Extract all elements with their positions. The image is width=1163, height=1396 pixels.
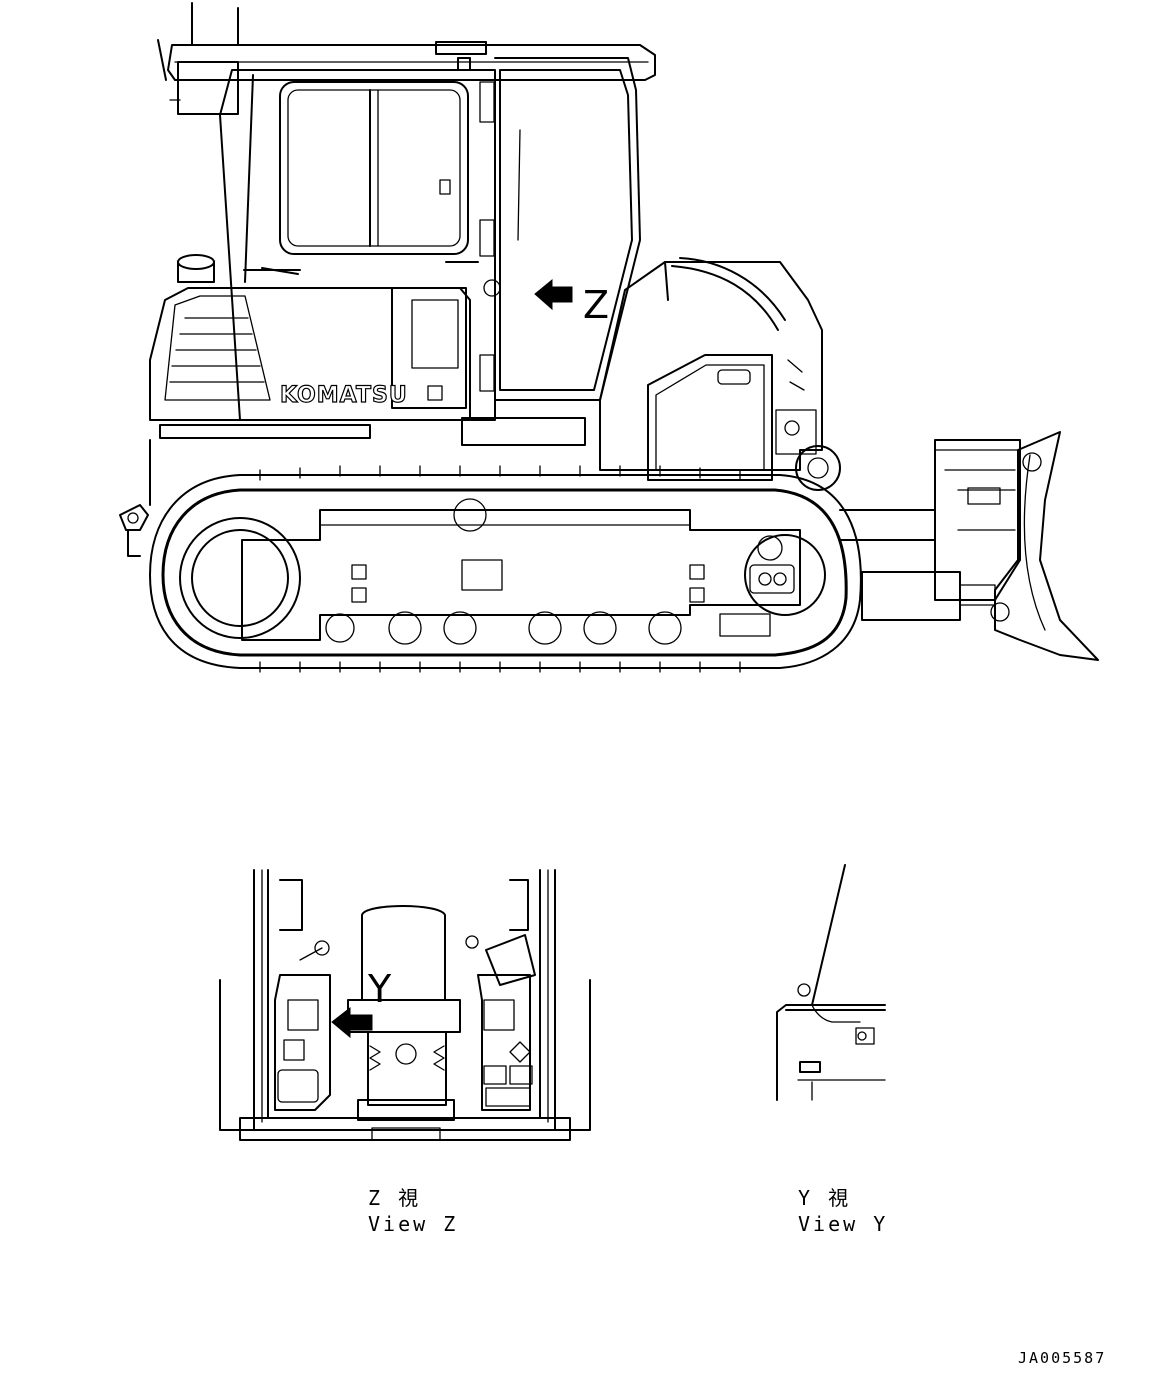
view-z-arrow <box>534 278 573 311</box>
exhaust-pipe <box>177 254 215 283</box>
view-y-caption-en: View Y <box>798 1212 889 1236</box>
view-y-drawing <box>776 864 886 1101</box>
fuel-tank <box>599 257 823 481</box>
blade-assembly <box>795 431 1099 661</box>
view-z-arrow-label: Z <box>583 283 609 327</box>
view-y-caption-jp: Y 視 <box>798 1186 852 1210</box>
bulldozer-side-view: Z KOMATSU <box>119 2 1099 673</box>
brand-logo-text: KOMATSU <box>280 383 408 408</box>
view-z-caption-en: View Z <box>368 1212 459 1236</box>
engine-hood: KOMATSU <box>149 287 586 446</box>
view-z-arrow-marker: Z <box>534 278 609 327</box>
view-z-drawing: Y <box>219 869 591 1141</box>
view-y-arrow <box>331 1006 373 1039</box>
cab <box>157 2 656 421</box>
view-z-caption-jp: Z 視 <box>368 1186 422 1210</box>
rear-mount <box>119 439 151 557</box>
track-assembly <box>149 465 862 673</box>
drawing-number: JA005587 <box>1018 1349 1107 1367</box>
view-y-arrow-label: Y <box>367 967 392 1011</box>
